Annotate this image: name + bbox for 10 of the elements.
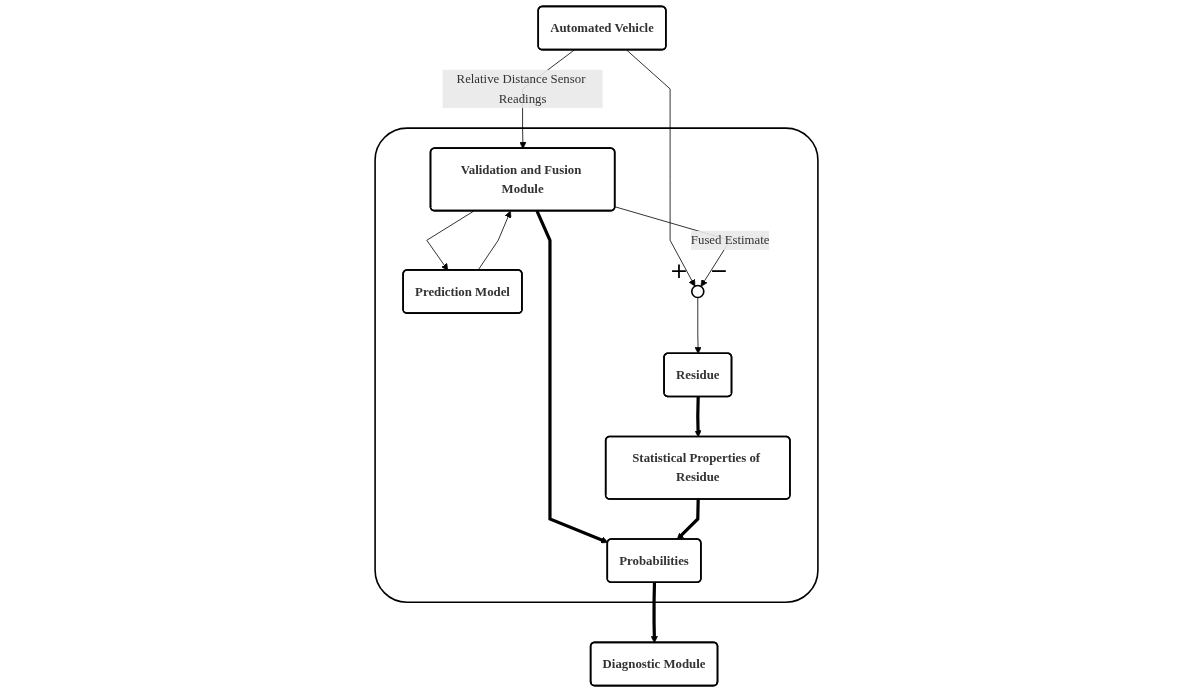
arrow bbox=[676, 499, 700, 540]
sign-label: + bbox=[669, 257, 689, 283]
cluster bbox=[374, 127, 819, 604]
sign-label: − bbox=[709, 257, 729, 283]
arrow bbox=[694, 396, 702, 438]
node-circle bbox=[691, 284, 705, 299]
arrow bbox=[650, 582, 658, 644]
edge-label: Relative Distance Sensor Readings bbox=[456, 72, 586, 105]
edge-label: Fused Estimate bbox=[690, 233, 770, 247]
arrow bbox=[535, 210, 609, 544]
